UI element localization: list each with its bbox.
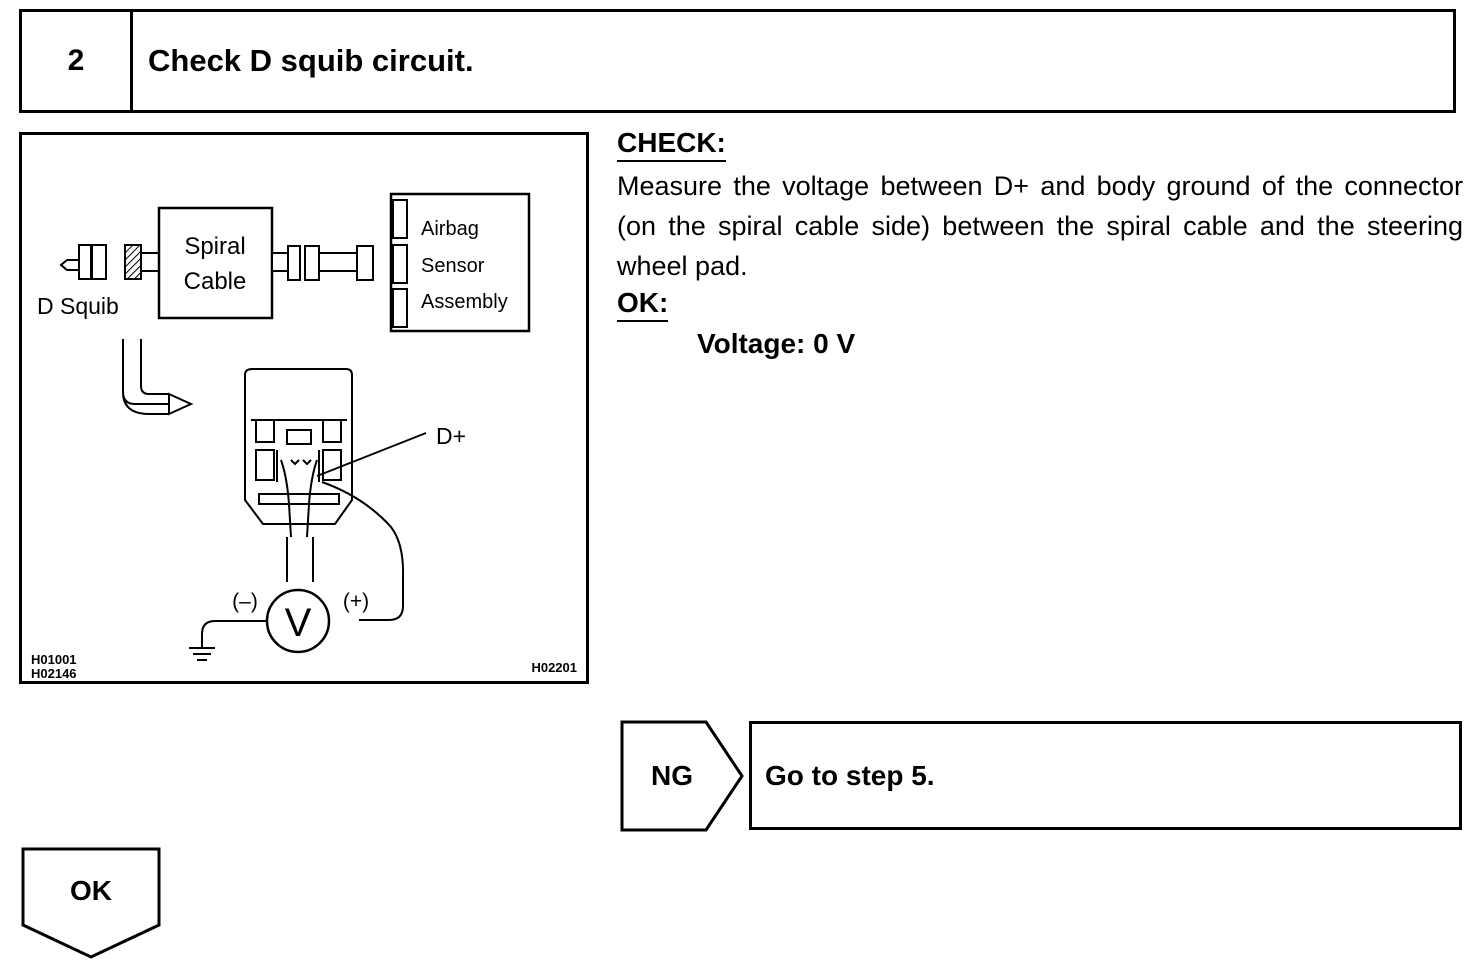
ok-heading: OK: bbox=[617, 286, 669, 322]
ng-action-box: Go to step 5. bbox=[749, 721, 1462, 830]
step-number: 2 bbox=[22, 12, 133, 110]
circuit-diagram: D Squib Spiral Cable Airbag Sensor Assem… bbox=[19, 132, 589, 684]
voltmeter-symbol: V bbox=[285, 601, 312, 645]
ok-label: OK bbox=[70, 875, 112, 906]
cable-label: Cable bbox=[184, 268, 247, 295]
d-plus-label: D+ bbox=[436, 423, 466, 449]
check-heading: CHECK: bbox=[617, 126, 726, 162]
figure-code-3: H02201 bbox=[531, 660, 577, 675]
negative-lead bbox=[201, 620, 267, 647]
spiral-label: Spiral bbox=[184, 233, 245, 260]
figure-code-2: H02146 bbox=[31, 666, 77, 681]
minus-label: (–) bbox=[232, 590, 258, 613]
ng-label: NG bbox=[651, 760, 693, 791]
positive-lead bbox=[321, 481, 405, 621]
ok-arrow-shape bbox=[21, 847, 161, 959]
d-squib-label: D Squib bbox=[37, 293, 119, 319]
airbag-sensor-box bbox=[389, 192, 531, 333]
step-header: 2 Check D squib circuit. bbox=[19, 9, 1456, 113]
ng-arrow-shape bbox=[620, 720, 744, 832]
sensor-label: Sensor bbox=[421, 255, 485, 277]
spiral-cable-box bbox=[157, 206, 274, 320]
figure-code-1: H01001 bbox=[31, 652, 77, 667]
assembly-label: Assembly bbox=[421, 291, 508, 313]
spiral-to-sensor-connector bbox=[271, 245, 374, 281]
d-plus-leader bbox=[316, 432, 427, 477]
check-instructions: Measure the voltage between D+ and body … bbox=[617, 171, 1463, 281]
d-squib-connector bbox=[59, 244, 160, 280]
airbag-label: Airbag bbox=[421, 218, 479, 240]
connector-drawing bbox=[244, 368, 353, 582]
step-title: Check D squib circuit. bbox=[148, 43, 474, 78]
plus-label: (+) bbox=[343, 590, 369, 613]
bent-arrow bbox=[122, 339, 194, 416]
ground-symbol bbox=[189, 647, 215, 661]
ok-specification: Voltage: 0 V bbox=[697, 328, 856, 359]
